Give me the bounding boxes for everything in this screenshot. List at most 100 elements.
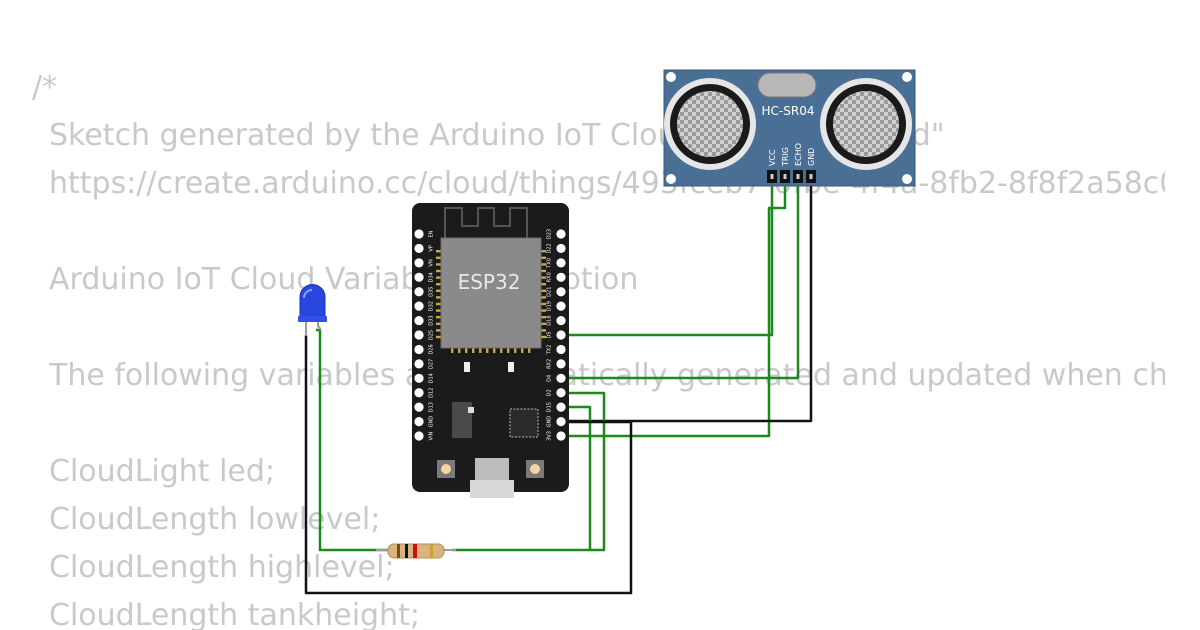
module-pad <box>465 348 468 353</box>
esp32-pin[interactable] <box>556 243 566 254</box>
module-pad <box>541 269 546 273</box>
boot-button-cap <box>530 464 540 474</box>
esp32-chip <box>440 237 542 349</box>
module-pad <box>458 348 461 353</box>
esp32-pin[interactable] <box>556 359 566 369</box>
module-pad <box>521 348 524 353</box>
esp32-pin[interactable] <box>414 402 424 412</box>
wire-d2-extra <box>562 405 592 550</box>
module-pad <box>541 276 546 279</box>
esp32-board[interactable]: ESP32 ENVPVND34D35D32D33D25D26D27D14D12D… <box>412 203 569 498</box>
esp32-pin[interactable] <box>556 272 566 282</box>
module-pad <box>436 276 441 279</box>
esp32-pin[interactable] <box>556 229 566 239</box>
esp32-pin[interactable] <box>556 330 566 340</box>
led-highlight <box>303 289 313 299</box>
module-pad <box>541 250 546 253</box>
esp32-chip-label: ESP32 <box>458 270 521 294</box>
module-pad <box>507 348 510 353</box>
esp32-pin-label: VIN <box>429 431 435 440</box>
esp32-pin[interactable] <box>414 287 424 297</box>
esp32-pin-label: D2 <box>547 389 553 396</box>
module-pad <box>436 316 441 319</box>
esp32-pin-label: D23 <box>547 229 553 239</box>
esp32-pin[interactable] <box>556 373 566 383</box>
wire-d2-resistor <box>452 391 606 552</box>
module-pad <box>479 348 482 353</box>
esp32-pin[interactable] <box>556 287 566 297</box>
module-pad <box>486 348 489 353</box>
esp32-pin[interactable] <box>414 315 424 326</box>
module-pad <box>541 289 546 292</box>
module-pad <box>436 263 441 266</box>
esp32-pin-label: VP <box>429 245 435 251</box>
mount-hole <box>902 174 912 184</box>
resistor-band <box>413 544 417 558</box>
code-line: CloudLength lowlevel; <box>49 502 381 537</box>
wire-trig-3v3 <box>562 186 787 438</box>
esp32-pin-label: D15 <box>547 402 553 412</box>
module-pad <box>436 335 441 339</box>
smd-component <box>464 362 470 372</box>
esp32-pin[interactable] <box>556 402 566 412</box>
module-pad <box>541 283 546 286</box>
esp32-pin-label: D27 <box>429 359 435 369</box>
esp32-pin-label: D21 <box>547 287 553 297</box>
esp32-pin-label: D4 <box>547 375 553 382</box>
resistor[interactable] <box>376 543 456 559</box>
esp32-pin-label: D5 <box>547 331 553 338</box>
esp32-pin-label: D12 <box>429 388 435 398</box>
module-pad <box>541 263 546 266</box>
esp32-pin[interactable] <box>414 258 424 268</box>
module-pad <box>436 283 441 286</box>
sensor-header-contact <box>783 174 787 179</box>
en-button-cap <box>441 464 451 474</box>
wire-resistor-led <box>316 328 388 552</box>
module-pad <box>436 250 441 253</box>
esp32-pin[interactable] <box>414 330 424 340</box>
esp32-pin[interactable] <box>556 258 566 268</box>
esp32-pin[interactable] <box>414 388 424 398</box>
esp32-pin[interactable] <box>414 301 424 311</box>
module-pad <box>436 296 441 299</box>
esp32-pin-label: RX2 <box>547 359 553 369</box>
esp32-pin[interactable] <box>414 272 424 282</box>
esp32-pin[interactable] <box>556 315 566 326</box>
wire-gnd-led <box>304 335 633 595</box>
module-pad <box>541 322 546 325</box>
blue-led[interactable] <box>298 284 327 337</box>
esp32-pin[interactable] <box>556 388 566 398</box>
esp32-pin[interactable] <box>414 344 424 355</box>
module-pad <box>436 256 441 259</box>
module-pad <box>436 269 441 273</box>
esp32-pin[interactable] <box>414 416 424 427</box>
esp32-pin[interactable] <box>556 416 566 427</box>
esp32-pin[interactable] <box>414 431 424 441</box>
esp32-pin[interactable] <box>556 301 566 311</box>
module-pad <box>514 348 517 353</box>
usb-uart-chip <box>509 408 539 438</box>
esp32-pin[interactable] <box>414 243 424 254</box>
esp32-pin[interactable] <box>556 431 566 441</box>
esp32-pin[interactable] <box>414 373 424 383</box>
esp32-pin-label: D34 <box>429 272 435 282</box>
module-pad <box>528 348 531 353</box>
module-pad <box>493 348 496 353</box>
esp32-pin-label: D22 <box>547 243 553 253</box>
code-line: CloudLight led; <box>49 454 276 489</box>
esp32-pin[interactable] <box>414 229 424 239</box>
crystal-oscillator <box>757 72 817 98</box>
micro-usb-port-shell <box>470 480 514 498</box>
ultrasonic-transducer-left <box>664 78 756 170</box>
mount-hole <box>902 72 912 82</box>
code-line: https://create.arduino.cc/cloud/things/4… <box>49 166 1165 201</box>
module-pad <box>436 289 441 292</box>
esp32-pin-label: D25 <box>429 330 435 340</box>
wire-echo-d4 <box>562 186 800 380</box>
resistor-band <box>405 544 408 558</box>
esp32-pin[interactable] <box>414 359 424 369</box>
esp32-pin[interactable] <box>556 344 566 355</box>
micro-usb-port[interactable] <box>475 458 509 480</box>
esp32-pin-label: TX2 <box>547 345 553 356</box>
